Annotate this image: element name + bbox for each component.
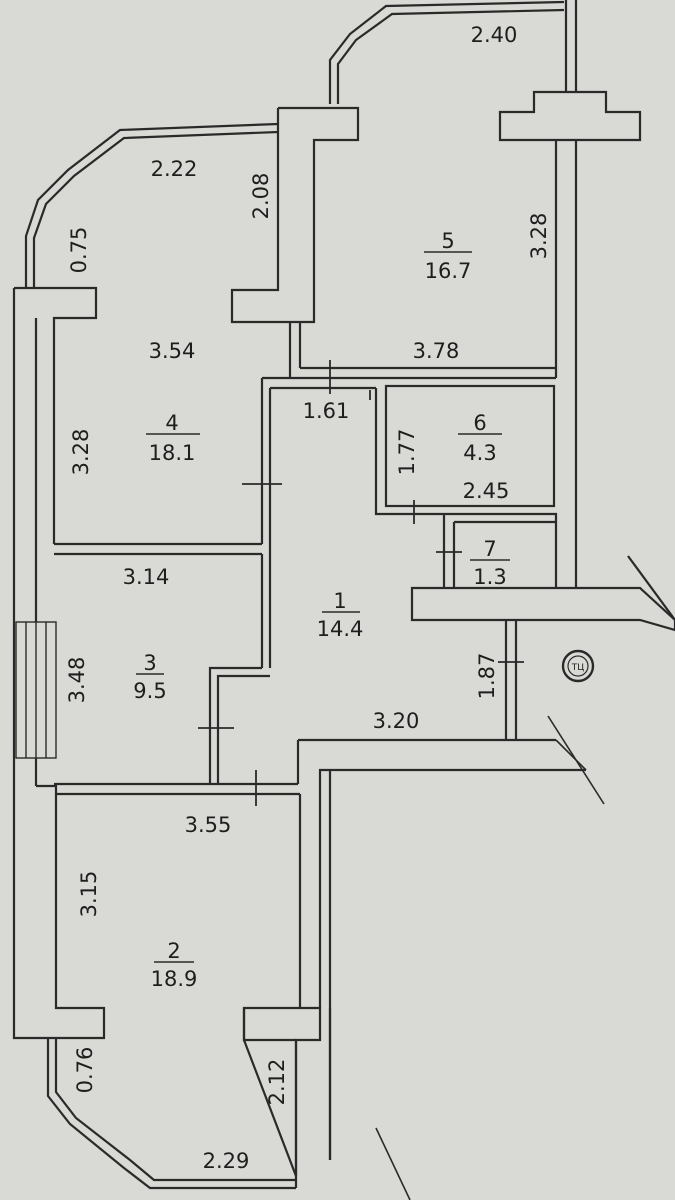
stamp-text: ТЦ xyxy=(571,663,585,673)
dim-balcony-top-width: 2.40 xyxy=(471,23,518,47)
room-5-number: 5 xyxy=(441,229,454,253)
interior-walls xyxy=(54,140,675,1200)
room-1-label: 1 14.4 xyxy=(317,589,364,641)
dim-stair-passage: 1.87 xyxy=(475,653,499,700)
room-1-area: 14.4 xyxy=(317,617,364,641)
room-6-area: 4.3 xyxy=(463,441,496,465)
dim-room4-width: 3.54 xyxy=(149,339,196,363)
room-3-label: 3 9.5 xyxy=(133,651,166,703)
dim-room3-width: 3.14 xyxy=(123,565,170,589)
loggia-top-left xyxy=(24,106,360,324)
dim-room4-height: 3.28 xyxy=(69,429,93,476)
room-7-number: 7 xyxy=(483,537,496,561)
dim-loggia-bottom-width: 2.29 xyxy=(203,1149,250,1173)
room-5-label: 5 16.7 xyxy=(424,229,472,283)
room-4-area: 18.1 xyxy=(149,441,196,465)
outer-walls xyxy=(12,286,106,1040)
dim-room6-width: 2.45 xyxy=(463,479,510,503)
dim-loggia-top-width: 2.22 xyxy=(151,157,198,181)
room-7-area: 1.3 xyxy=(473,565,506,589)
dim-loggia-bottom-depth: 2.12 xyxy=(265,1059,289,1106)
room-3-area: 9.5 xyxy=(133,679,166,703)
dimension-labels: 2.40 2.22 2.08 0.75 3.28 3.78 3.54 3.28 … xyxy=(65,23,551,1173)
room-1-number: 1 xyxy=(333,589,346,613)
dim-room2-height: 3.15 xyxy=(77,871,101,918)
door-markers xyxy=(198,360,524,806)
balcony-top xyxy=(328,0,642,142)
window-room3 xyxy=(15,621,57,759)
dim-room6-height: 1.77 xyxy=(395,429,419,476)
dim-hall-passage: 1.61 xyxy=(303,399,350,423)
room-2-number: 2 xyxy=(167,939,180,963)
room-4-number: 4 xyxy=(165,411,178,435)
room-2-area: 18.9 xyxy=(151,967,198,991)
loggia-bottom-left xyxy=(46,1006,332,1190)
dim-hall-width: 3.20 xyxy=(373,709,420,733)
room-7-label: 7 1.3 xyxy=(470,537,510,589)
dim-room2-width: 3.55 xyxy=(185,813,232,837)
dim-room3-height: 3.48 xyxy=(65,657,89,704)
dim-room5-width: 3.78 xyxy=(413,339,460,363)
room-6-number: 6 xyxy=(473,411,486,435)
room-3-number: 3 xyxy=(143,651,156,675)
room-2-label: 2 18.9 xyxy=(151,939,198,991)
dim-loggia-top-depth: 2.08 xyxy=(249,173,273,220)
dim-loggia-top-side: 0.75 xyxy=(67,227,91,274)
stamp: ТЦ xyxy=(561,649,595,683)
dim-room5-height: 3.28 xyxy=(527,213,551,260)
room-4-label: 4 18.1 xyxy=(146,411,200,465)
room-5-area: 16.7 xyxy=(425,259,472,283)
dim-loggia-bottom-side: 0.76 xyxy=(73,1047,97,1094)
room-6-label: 6 4.3 xyxy=(458,411,502,465)
